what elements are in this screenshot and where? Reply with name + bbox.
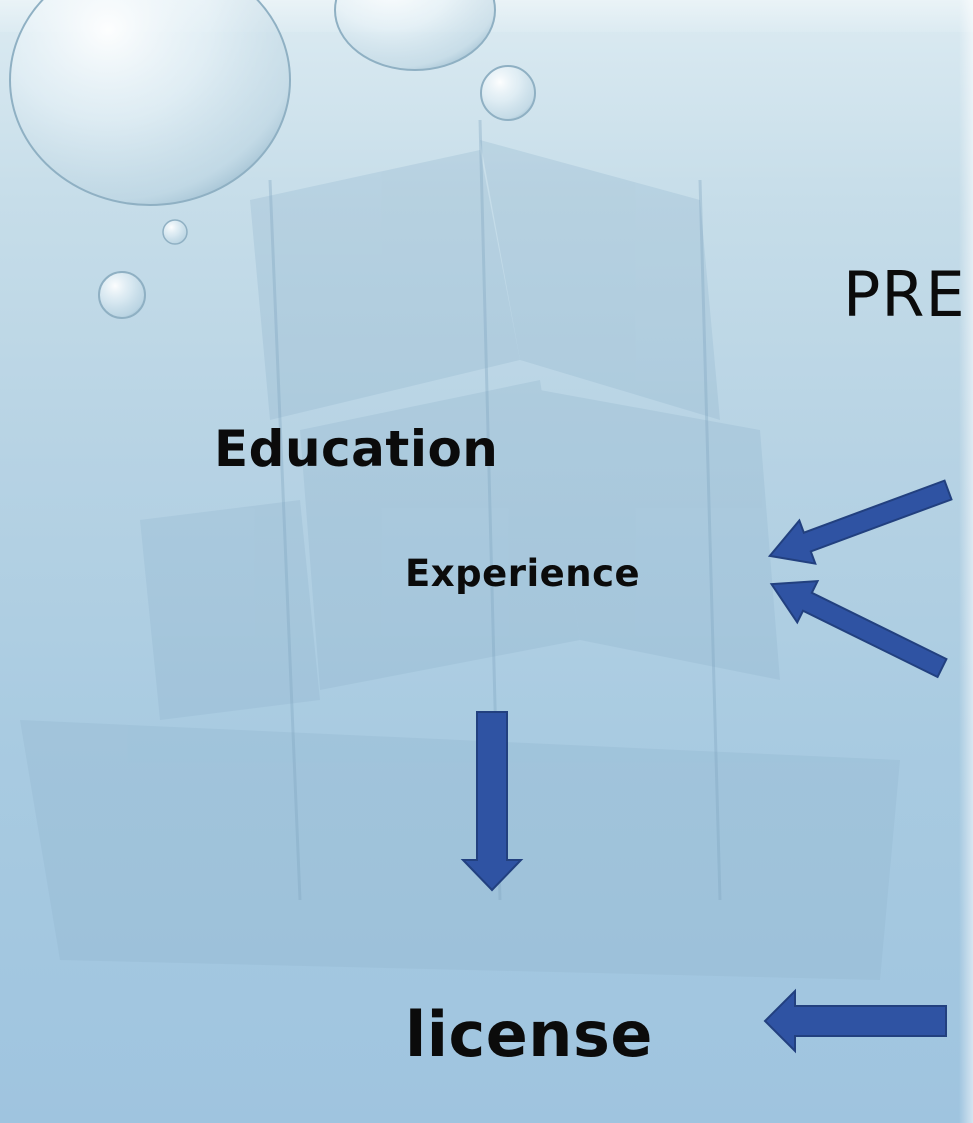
label-education: Education (214, 420, 499, 478)
slide-title: PRE (843, 258, 966, 331)
arrow-down-icon (460, 711, 524, 892)
arrow-left-icon (763, 988, 947, 1054)
arrow-left-down-icon (767, 479, 953, 565)
slide-edge-highlight (959, 0, 973, 1123)
arrow-left-up-icon (769, 580, 948, 679)
label-license: license (405, 998, 653, 1071)
label-experience: Experience (405, 552, 641, 595)
